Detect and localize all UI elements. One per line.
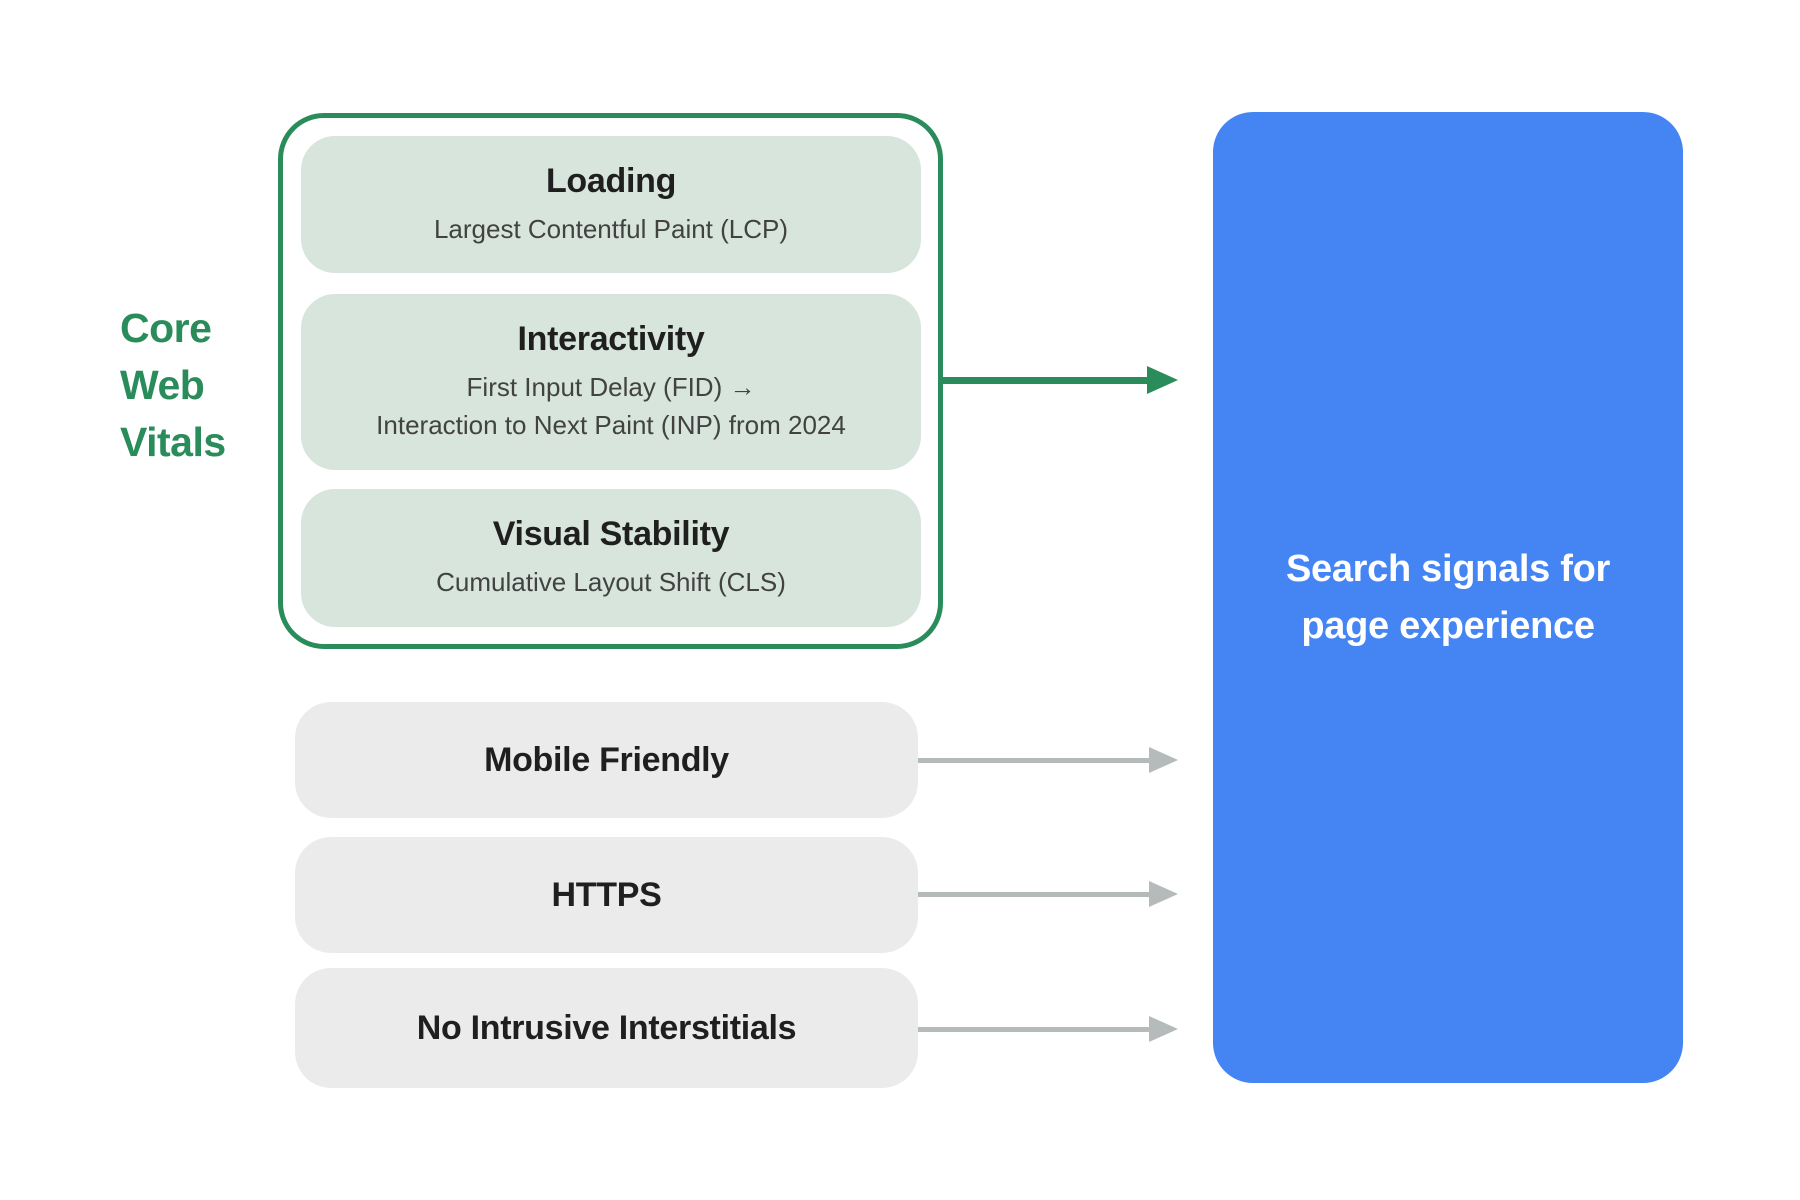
card-title: No Intrusive Interstitials (416, 1008, 797, 1047)
mobile-friendly-arrow-icon (918, 747, 1178, 773)
label-line: Vitals (120, 419, 226, 465)
arrow-shaft (943, 376, 1147, 384)
core-web-vitals-arrow-icon (943, 366, 1178, 394)
signal-card-https: HTTPS (295, 837, 918, 953)
arrow-shaft (918, 1026, 1149, 1032)
vital-card-interactivity: Interactivity First Input Delay (FID) → … (301, 294, 921, 470)
vital-card-loading: Loading Largest Contentful Paint (LCP) (301, 136, 921, 273)
search-signals-title-line: Search signals for (1285, 547, 1611, 590)
card-title: Mobile Friendly (484, 740, 729, 779)
no-intrusive-interstitials-arrow-icon (918, 1016, 1178, 1042)
search-signals-panel: Search signals for page experience (1213, 112, 1683, 1083)
card-subtitle: Interaction to Next Paint (INP) from 202… (376, 410, 846, 440)
label-line: Core (120, 305, 212, 351)
core-web-vitals-label: Core Web Vitals (120, 300, 226, 471)
card-title: Loading (545, 161, 677, 200)
card-title: Interactivity (517, 320, 705, 358)
arrow-shaft (918, 757, 1149, 763)
vital-card-visual-stability: Visual Stability Cumulative Layout Shift… (301, 489, 921, 627)
card-subtitle: Cumulative Layout Shift (CLS) (436, 567, 786, 597)
arrow-head-icon (1149, 747, 1178, 773)
signal-card-mobile-friendly: Mobile Friendly (295, 702, 918, 818)
core-web-vitals-group: Loading Largest Contentful Paint (LCP) I… (278, 113, 943, 649)
card-title: Visual Stability (492, 515, 730, 553)
card-subtitle: Largest Contentful Paint (LCP) (433, 213, 789, 244)
search-signals-title-line: page experience (1301, 604, 1595, 647)
card-subtitle: First Input Delay (FID) → (466, 372, 756, 402)
arrow-shaft (918, 891, 1149, 897)
label-line: Web (120, 362, 205, 408)
arrow-head-icon (1147, 366, 1178, 394)
arrow-head-icon (1149, 881, 1178, 907)
https-arrow-icon (918, 881, 1178, 907)
card-title: HTTPS (551, 875, 662, 914)
arrow-head-icon (1149, 1016, 1178, 1042)
signal-card-no-intrusive-interstitials: No Intrusive Interstitials (295, 968, 918, 1088)
